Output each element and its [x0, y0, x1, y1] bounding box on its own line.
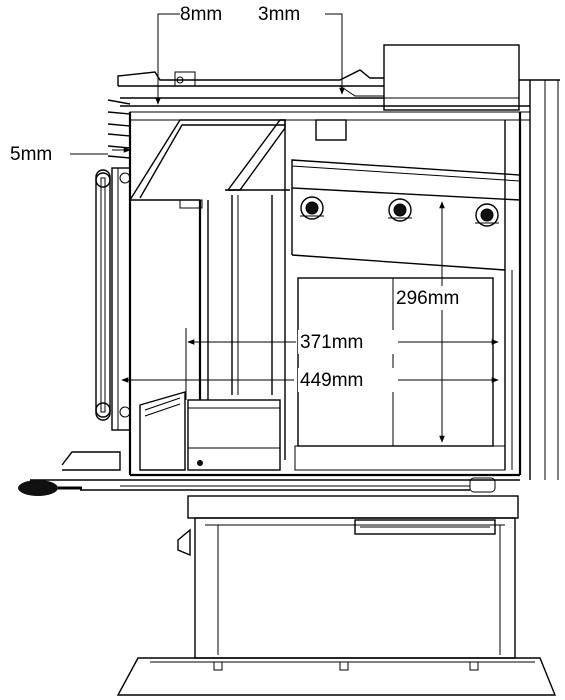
dim-8mm — [155, 13, 180, 105]
dim-3mm — [325, 13, 345, 95]
poker-tool-icon — [18, 480, 82, 496]
label-8mm: 8mm — [180, 4, 222, 25]
label-371mm: 371mm — [300, 332, 363, 353]
air-tube-2-icon — [388, 198, 412, 222]
door-handle — [95, 167, 131, 431]
hearth-plate — [30, 451, 520, 493]
dim-371mm — [185, 328, 499, 400]
pedestal-base — [116, 495, 557, 696]
label-296mm: 296mm — [396, 288, 459, 309]
dim-5mm — [70, 147, 131, 155]
airwash-deflector — [129, 119, 286, 400]
flue-baffle — [225, 119, 290, 460]
top-insulation-strip — [129, 111, 531, 141]
side-fins — [107, 99, 131, 159]
air-tube-3-icon — [475, 203, 499, 227]
label-449mm: 449mm — [300, 370, 363, 391]
label-5mm: 5mm — [10, 144, 52, 165]
label-3mm: 3mm — [258, 4, 300, 25]
top-cap — [117, 44, 560, 480]
grate-and-ashpan — [139, 391, 506, 471]
air-tube-1-icon — [300, 196, 324, 220]
secondary-air-tubes — [291, 159, 521, 271]
